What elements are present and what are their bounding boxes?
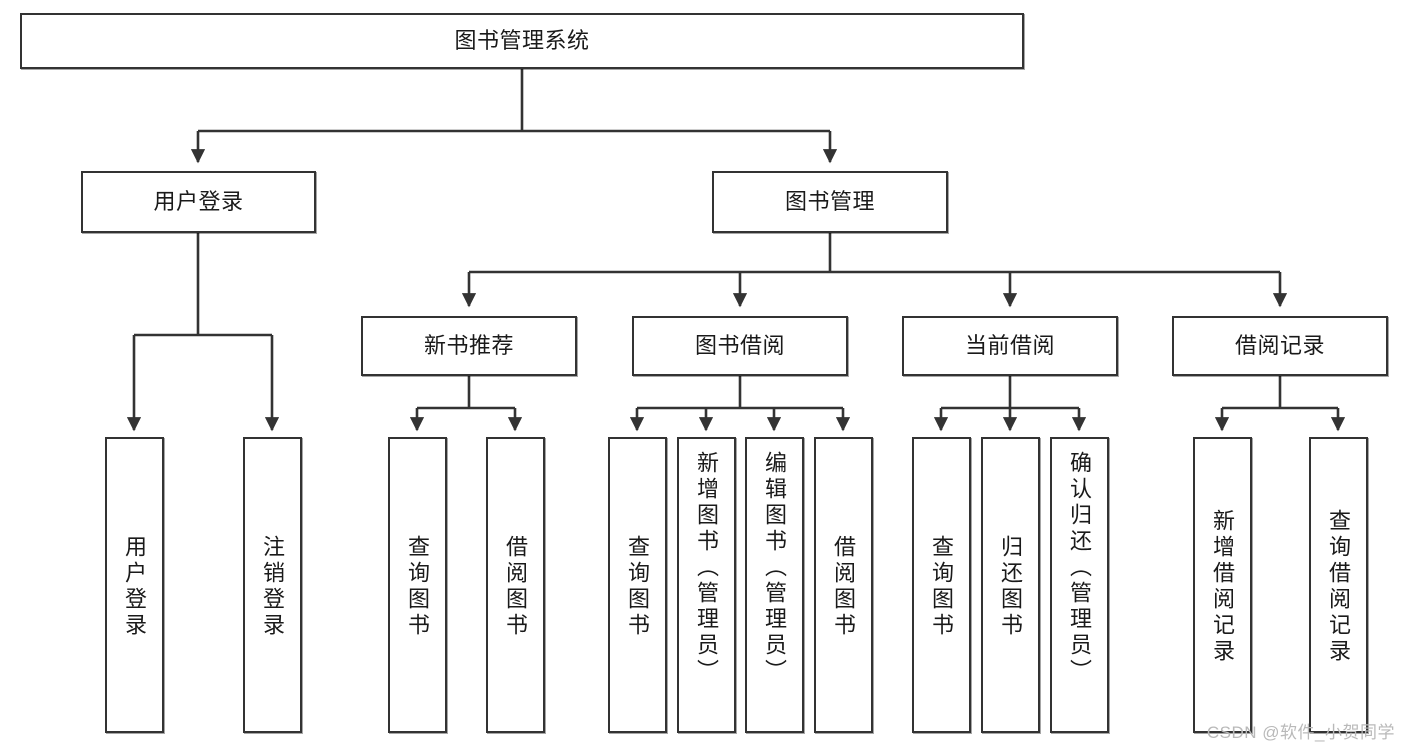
node-book-borrow[interactable]: 图书借阅 [632,316,848,376]
node-user-login[interactable]: 用户登录 [81,171,316,233]
leaf-query-book-2[interactable]: 查询图书 [608,437,667,733]
node-borrow-record[interactable]: 借阅记录 [1172,316,1388,376]
node-current-borrow-label: 当前借阅 [964,332,1055,358]
leaf-borrow-book-1[interactable]: 借阅图书 [486,437,545,733]
leaf-borrow-book-2-label: 借阅图书 [831,535,857,639]
leaf-user-login[interactable]: 用户登录 [105,437,164,733]
leaf-query-record-label: 查询借阅记录 [1326,509,1352,665]
leaf-add-book[interactable]: 新增图书（管理员） [677,437,736,733]
leaf-edit-book-label: 编辑图书（管理员） [762,451,788,685]
node-book-management-label: 图书管理 [784,188,875,214]
leaf-query-book-3-label: 查询图书 [929,535,955,639]
leaf-edit-book[interactable]: 编辑图书（管理员） [745,437,804,733]
leaf-query-book-1-label: 查询图书 [405,535,431,639]
leaf-confirm-return-label: 确认归还（管理员） [1067,451,1093,685]
leaf-add-record-label: 新增借阅记录 [1210,509,1236,665]
leaf-confirm-return[interactable]: 确认归还（管理员） [1050,437,1109,733]
leaf-user-logout-label: 注销登录 [260,535,286,639]
node-current-borrow[interactable]: 当前借阅 [902,316,1118,376]
leaf-return-book-label: 归还图书 [998,535,1024,639]
leaf-user-login-label: 用户登录 [122,535,148,639]
node-user-login-label: 用户登录 [153,188,244,214]
node-new-book-recommend-label: 新书推荐 [423,332,514,358]
leaf-return-book[interactable]: 归还图书 [981,437,1040,733]
leaf-query-book-3[interactable]: 查询图书 [912,437,971,733]
node-root-label: 图书管理系统 [454,27,590,53]
leaf-add-record[interactable]: 新增借阅记录 [1193,437,1252,733]
leaf-add-book-label: 新增图书（管理员） [694,451,720,685]
leaf-query-book-2-label: 查询图书 [625,535,651,639]
node-root[interactable]: 图书管理系统 [20,13,1024,69]
leaf-borrow-book-2[interactable]: 借阅图书 [814,437,873,733]
node-book-management[interactable]: 图书管理 [712,171,948,233]
leaf-user-logout[interactable]: 注销登录 [243,437,302,733]
node-new-book-recommend[interactable]: 新书推荐 [361,316,577,376]
node-book-borrow-label: 图书借阅 [694,332,785,358]
node-borrow-record-label: 借阅记录 [1234,332,1325,358]
leaf-query-book-1[interactable]: 查询图书 [388,437,447,733]
leaf-borrow-book-1-label: 借阅图书 [503,535,529,639]
leaf-query-record[interactable]: 查询借阅记录 [1309,437,1368,733]
